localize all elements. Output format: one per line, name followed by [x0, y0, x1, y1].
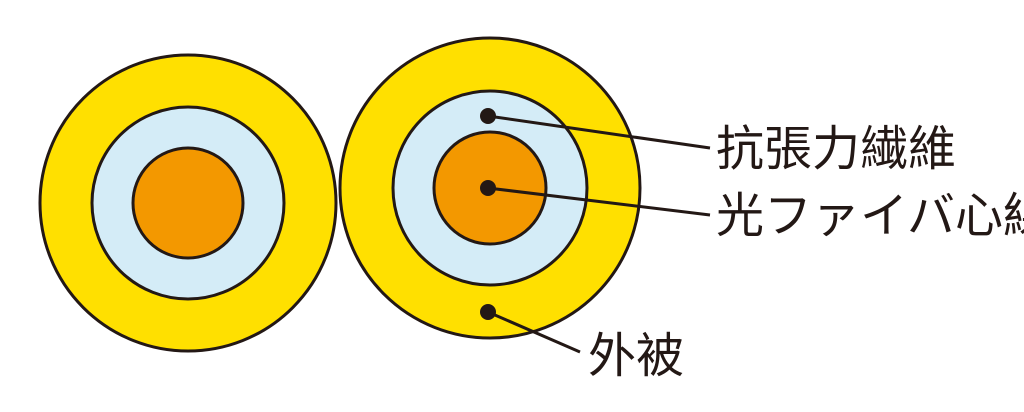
left-fiber-core: [131, 146, 245, 260]
dot-fiber-core: [480, 180, 496, 196]
leader-lines: [487, 114, 711, 354]
leader-line-jacket: [487, 310, 581, 354]
leader-line-tension-member: [487, 114, 711, 150]
label-fiber-core: 光ファイバ心線: [716, 188, 1024, 244]
label-jacket: 外被: [588, 328, 684, 384]
marker-dots: [480, 108, 496, 320]
label-tension-member: 抗張力繊維: [716, 121, 956, 177]
left-cable: [38, 53, 338, 353]
labels: 抗張力繊維 光ファイバ心線 外被: [588, 121, 1024, 384]
leader-line-fiber-core: [487, 186, 711, 217]
dot-jacket: [480, 304, 496, 320]
dot-tension-member: [480, 108, 496, 124]
